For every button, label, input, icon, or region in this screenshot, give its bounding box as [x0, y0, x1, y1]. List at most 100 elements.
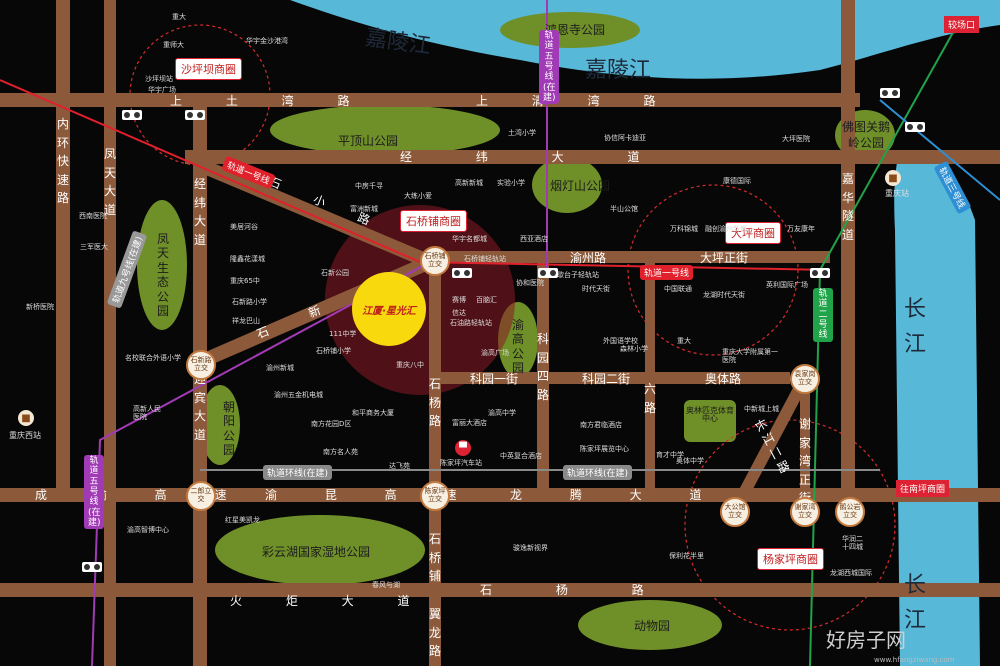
poi-label: 重大 — [677, 337, 691, 345]
road-label: 奥体路 — [705, 372, 742, 386]
metro-label: 轨道环线(在建) — [263, 465, 333, 480]
poi-label: 骏逸新视界 — [513, 544, 548, 552]
rail-station-icon — [122, 110, 142, 120]
poi-label: 渝高中学 — [488, 409, 516, 417]
yangtze-river — [894, 150, 980, 666]
station-label: 石桥铺轻轨站 — [464, 255, 506, 263]
interchange-node[interactable]: 袁家岗立交 — [790, 364, 820, 394]
poi-label: 新桥医院 — [26, 303, 54, 311]
destination-badge[interactable]: 往南坪商圈 — [896, 480, 950, 497]
district-label[interactable]: 沙坪坝商圈 — [175, 58, 242, 80]
poi-label: 实验小学 — [497, 179, 525, 187]
project-logo[interactable]: 江厦·星光汇 — [352, 272, 426, 346]
poi-label: 祥龙巴山 — [232, 317, 260, 325]
poi-label: 渝州新城 — [266, 364, 294, 372]
poi-label: 万友康年 — [787, 225, 815, 233]
district-label[interactable]: 杨家坪商圈 — [757, 548, 824, 570]
rail-station-icon — [185, 110, 205, 120]
district-label[interactable]: 大坪商圈 — [725, 222, 781, 244]
poi-label: 西亚酒店 — [520, 235, 548, 243]
road-label: 嘉 华 隧 道 — [841, 172, 854, 242]
park-label: 朝阳公园 — [222, 400, 235, 458]
poi-label: 富洲新城 — [350, 205, 378, 213]
interchange-node[interactable]: 陈家坪立交 — [420, 481, 450, 511]
bus-icon: ▀ — [455, 440, 471, 456]
poi-label: 育才中学 — [656, 451, 684, 459]
poi-label: 森林小学 — [620, 345, 648, 353]
road-label: 内 环 快 速 路 — [56, 117, 69, 206]
poi-label: 111中学 — [329, 330, 357, 338]
poi-label: 和平商务大厦 — [352, 409, 394, 417]
poi-label: 信达 — [452, 309, 466, 317]
poi-label: 融创渝州新都 — [705, 225, 747, 233]
poi-label: 龙湖时代天街 — [703, 291, 745, 299]
road-label: 成 渝 高 速 — [35, 488, 249, 502]
destination-badge[interactable]: 较场口 — [944, 16, 980, 33]
poi-label: 保利花半里 — [669, 552, 704, 560]
station-label: 歇台子轻轨站 — [557, 271, 599, 279]
poi-label: 龙湖西城国际 — [830, 569, 872, 577]
poi-label: 协信阿卡迪亚 — [604, 134, 646, 142]
train-station-icon: ■ — [18, 410, 34, 426]
rail-station-icon — [538, 268, 558, 278]
road-label: 经 纬 大 道 — [400, 150, 670, 164]
poi-label: 美居河谷 — [230, 223, 258, 231]
park-label: 渝高公园 — [511, 318, 524, 376]
park-label: 烟灯山公园 — [550, 179, 611, 193]
metro-line3 — [879, 99, 1000, 201]
poi-label: 康德国际 — [723, 177, 751, 185]
poi-label: 渝高广场 — [481, 349, 509, 357]
rail-station-icon — [810, 268, 830, 278]
poi-label: 协和医院 — [516, 279, 544, 287]
poi-label: 中英复合酒店 — [500, 452, 542, 460]
interchange-node[interactable]: 大公馆立交 — [720, 497, 750, 527]
road-label: 石 杨 路 — [428, 377, 441, 429]
poi-label: 华宇广场 — [148, 86, 176, 94]
interchange-node[interactable]: 谢家湾立交 — [790, 497, 820, 527]
project-logo-text: 江厦·星光汇 — [362, 305, 416, 317]
interchange-node[interactable]: 鹅公岩立交 — [835, 497, 865, 527]
poi-label: 大坪医院 — [782, 135, 810, 143]
poi-label: 沙坪坝站 — [145, 75, 173, 83]
poi-label: 时代天街 — [582, 285, 610, 293]
poi-label: 南方名人苑 — [323, 448, 358, 456]
park-label: 凤天生态公园 — [156, 232, 169, 318]
interchange-node[interactable]: 石新路立交 — [186, 350, 216, 380]
road-label: 科园二街 — [582, 372, 631, 386]
metro-label: 轨道环线(在建) — [563, 465, 633, 480]
station-label: 陈家坪汽车站 — [440, 459, 482, 467]
interchange-node[interactable]: 石桥铺立交 — [420, 246, 450, 276]
poi-label: 隆鑫花漾城 — [230, 255, 265, 263]
metro-label: 轨道二号线 — [813, 288, 833, 342]
road-label: 石 桥 铺 — [428, 532, 441, 584]
poi-label: 大练小爱 — [404, 192, 432, 200]
rail-station-icon — [905, 122, 925, 132]
poi-label: 中新城上城 — [744, 405, 779, 413]
poi-label: 半山公馆 — [610, 205, 638, 213]
road-label: 谢 家 湾 正 街 — [798, 417, 811, 505]
district-label[interactable]: 石桥铺商圈 — [400, 210, 467, 232]
rail-station-icon — [82, 562, 102, 572]
road-label: 龙 腾 大 道 — [510, 488, 724, 502]
poi-label: 南方花园D区 — [311, 420, 352, 428]
poi-label: 重庆八中 — [396, 361, 424, 369]
park-label: 奥林匹克体育中心 — [686, 406, 734, 423]
road-label: 经 纬 大 道 — [193, 177, 206, 247]
road-label: 渝州路 — [570, 251, 607, 265]
station-label: 重庆西站 — [9, 431, 41, 440]
train-station-icon: ■ — [885, 170, 901, 186]
poi-label: 华润二十四城 — [842, 535, 863, 552]
road-label: 石 杨 路 — [480, 583, 674, 597]
poi-label: 重庆大学附属第一医院 — [722, 348, 778, 365]
interchange-node[interactable]: 二郎立交 — [186, 481, 216, 511]
road-label: 上 清 湾 路 — [476, 94, 676, 108]
poi-label: 万科锦城 — [670, 225, 698, 233]
river-label: 嘉陵江 — [585, 58, 652, 83]
metro-label: 轨道五号线(在建) — [539, 30, 559, 105]
park-label: 动物园 — [634, 619, 671, 633]
rail-station-icon — [880, 88, 900, 98]
poi-label: 石新公园 — [321, 269, 349, 277]
park-label: 彩云湖国家湿地公园 — [262, 545, 371, 559]
poi-label: 外国语学校 — [603, 337, 638, 345]
poi-label: 达飞苑 — [389, 462, 410, 470]
